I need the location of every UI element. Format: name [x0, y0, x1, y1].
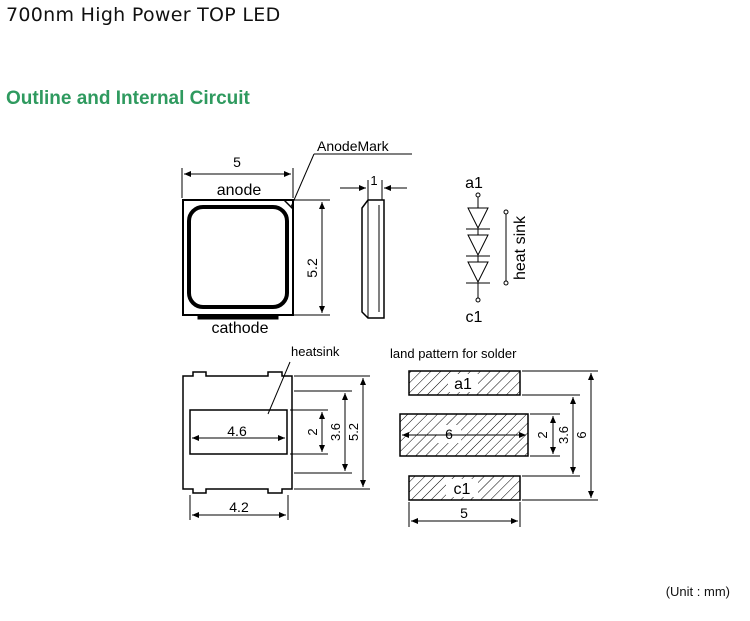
- bottom-dim-3-6: 3.6: [328, 423, 343, 441]
- unit-note: (Unit : mm): [665, 584, 730, 599]
- land-dim-3-6: 3.6: [556, 426, 571, 444]
- land-dim-2: 2: [535, 431, 550, 438]
- circuit-anode-terminal: a1: [465, 175, 483, 192]
- top-height-dim: 5.2: [304, 258, 320, 278]
- bottom-pad-width-dim: 4.6: [227, 423, 247, 439]
- heatsink-label: heatsink: [291, 344, 340, 359]
- land-overall-width-dim: 5: [460, 505, 468, 521]
- bottom-view: [182, 361, 370, 520]
- bottom-overall-width-dim: 4.2: [229, 499, 249, 515]
- internal-circuit: [466, 192, 509, 303]
- page-title: 700nm High Power TOP LED: [6, 4, 281, 26]
- heat-sink-label: heat sink: [512, 215, 529, 280]
- side-view: [340, 180, 407, 319]
- section-heading: Outline and Internal Circuit: [6, 88, 250, 109]
- cathode-label: cathode: [212, 320, 269, 337]
- land-pattern-dims: [402, 370, 598, 527]
- side-thickness-dim: 1: [370, 173, 377, 188]
- bottom-dim-2: 2: [305, 428, 320, 435]
- land-pattern-label: land pattern for solder: [390, 346, 517, 361]
- land-pad-a1: a1: [454, 376, 472, 393]
- top-width-dim: 5: [233, 154, 241, 170]
- anode-label: anode: [217, 182, 262, 199]
- anode-mark-label: AnodeMark: [317, 138, 390, 154]
- top-view: [181, 153, 412, 320]
- bottom-dim-5-2: 5.2: [346, 423, 361, 441]
- land-pad-c1: c1: [454, 481, 471, 498]
- land-center-width-dim: 6: [445, 426, 453, 442]
- land-dim-6: 6: [574, 431, 589, 438]
- circuit-cathode-terminal: c1: [466, 309, 483, 326]
